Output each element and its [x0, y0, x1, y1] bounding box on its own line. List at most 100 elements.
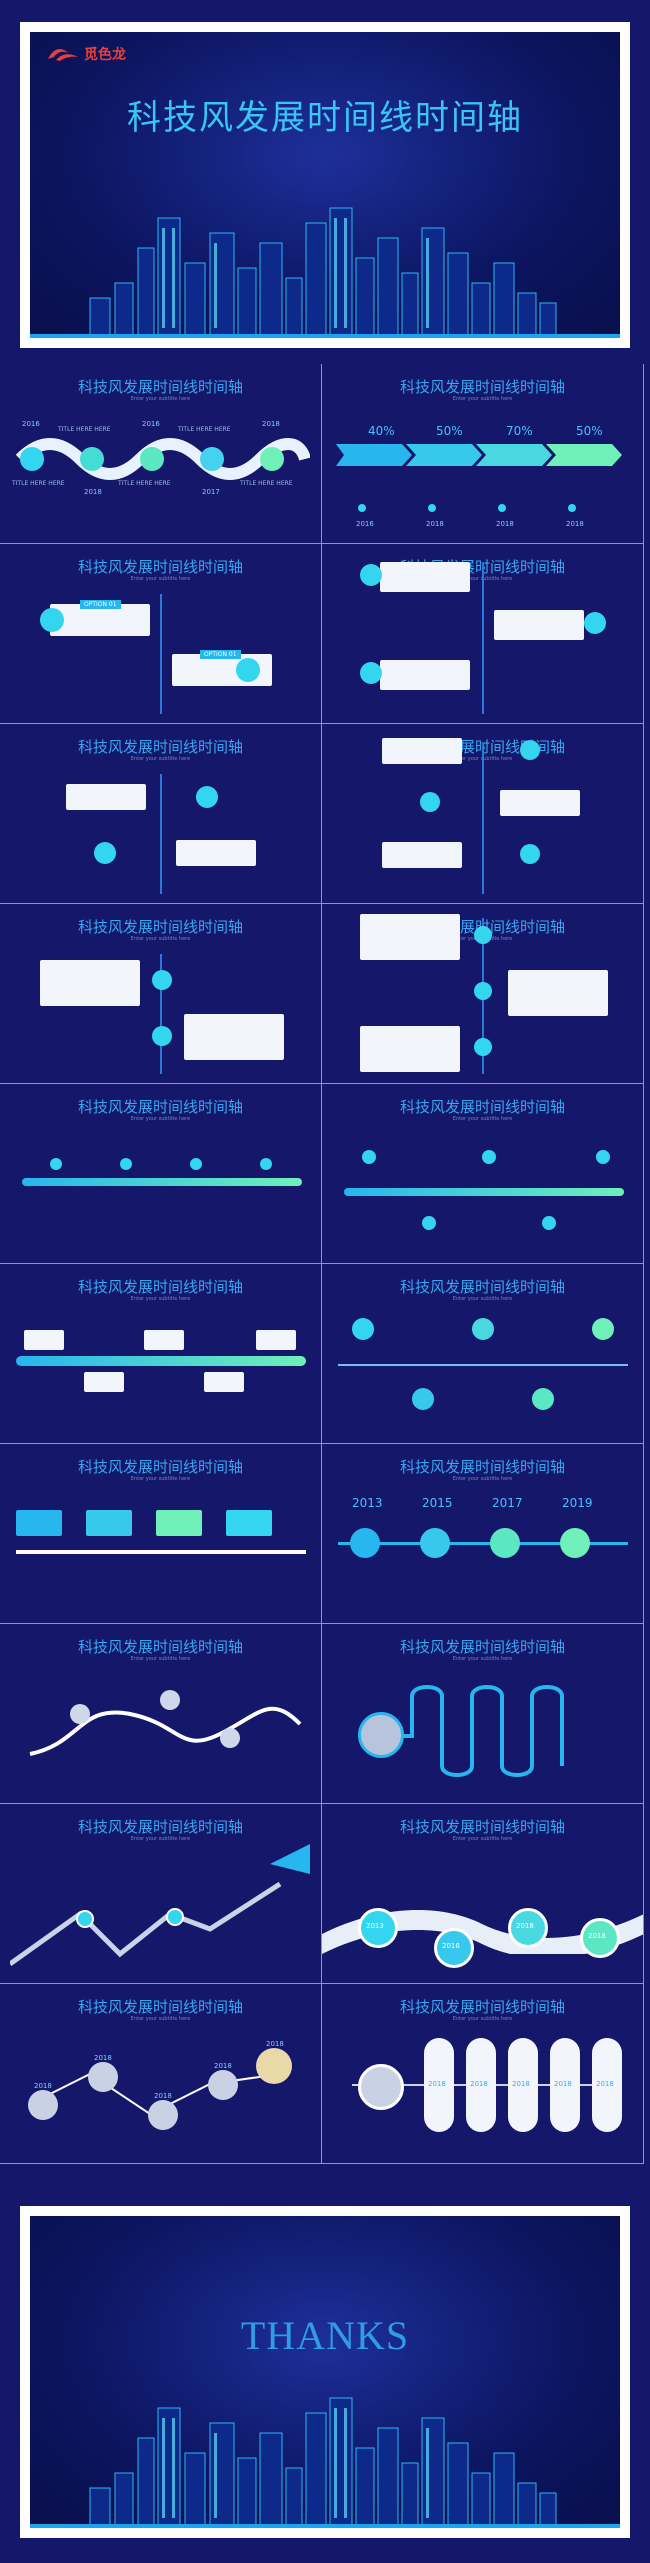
year-label: 2018 — [596, 2080, 614, 2088]
tag-icon — [94, 842, 116, 864]
slide-title: 科技风发展时间线时间轴 — [77, 1458, 243, 1476]
photo-circle — [160, 1690, 180, 1710]
photo-circle — [358, 2064, 404, 2110]
user-icon — [226, 1510, 272, 1536]
year-label: 2017 — [202, 488, 220, 496]
slide-17[interactable]: 科技风发展时间线时间轴 Enter your subtitle here — [0, 1804, 322, 1984]
search-icon — [152, 970, 172, 990]
cover-title: 科技风发展时间线时间轴 — [127, 98, 523, 138]
option-card — [360, 914, 460, 960]
year-label: 2018 — [566, 520, 584, 528]
year-label: 2016 — [442, 1942, 460, 1950]
location-icon — [140, 447, 164, 471]
option-card — [382, 842, 462, 868]
slide-subtitle: Enter your subtitle here — [130, 1296, 191, 1302]
cart-icon — [196, 786, 218, 808]
cover-slide[interactable]: 觅色龙 科技风发展时间线时间轴 — [20, 22, 630, 348]
arrow-progress-bar — [336, 444, 622, 466]
option-card — [256, 1330, 296, 1350]
timeline-pill — [466, 2038, 496, 2132]
option-card — [508, 970, 608, 1016]
year-label: 2013 — [352, 1496, 383, 1510]
year-label: 2018 — [554, 2080, 572, 2088]
year-label: 2013 — [366, 1922, 384, 1930]
option-card — [382, 738, 462, 764]
slide-8[interactable]: 科技风发展时间线时间轴 Enter your subtitle here — [322, 904, 644, 1084]
horizontal-timeline-line — [338, 1542, 628, 1545]
tag-icon — [520, 844, 540, 864]
slide-9[interactable]: 科技风发展时间线时间轴 Enter your subtitle here — [0, 1084, 322, 1264]
slide-title: 科技风发展时间线时间轴 — [399, 1638, 565, 1656]
slide-18[interactable]: 科技风发展时间线时间轴 Enter your subtitle here 201… — [322, 1804, 644, 1984]
year-label: 2017 — [492, 1496, 523, 1510]
option-card — [84, 1372, 124, 1392]
search-icon — [350, 1528, 380, 1558]
timeline-node — [596, 1150, 610, 1164]
horizontal-timeline-bar — [344, 1188, 624, 1196]
globe-icon — [80, 447, 104, 471]
option-card — [380, 660, 470, 690]
option-card — [66, 784, 146, 810]
slide-title: 科技风发展时间线时间轴 — [77, 378, 243, 396]
option-card — [144, 1330, 184, 1350]
slide-15[interactable]: 科技风发展时间线时间轴 Enter your subtitle here — [0, 1624, 322, 1804]
slide-20[interactable]: 科技风发展时间线时间轴 Enter your subtitle here 201… — [322, 1984, 644, 2164]
slide-title: 科技风发展时间线时间轴 — [77, 1818, 243, 1836]
slide-19[interactable]: 科技风发展时间线时间轴 Enter your subtitle here 201… — [0, 1984, 322, 2164]
timeline-node — [120, 1158, 132, 1170]
thanks-slide[interactable]: THANKS — [20, 2206, 630, 2538]
timeline-node — [190, 1158, 202, 1170]
trophy-icon — [592, 1318, 614, 1340]
search-icon — [474, 926, 492, 944]
location-icon — [472, 1318, 494, 1340]
user-icon — [20, 447, 44, 471]
slide-16[interactable]: 科技风发展时间线时间轴 Enter your subtitle here — [322, 1624, 644, 1804]
option-label: OPTION 01 — [80, 600, 121, 609]
slide-14[interactable]: 科技风发展时间线时间轴 Enter your subtitle here 201… — [322, 1444, 644, 1624]
option-card — [380, 562, 470, 592]
year-label: 2018 — [154, 2092, 172, 2100]
year-label: 2018 — [588, 1932, 606, 1940]
location-pin-icon — [428, 504, 436, 512]
location-pin-icon — [498, 504, 506, 512]
slide-11[interactable]: 科技风发展时间线时间轴 Enter your subtitle here — [0, 1264, 322, 1444]
timeline-node — [166, 1908, 184, 1926]
slide-subtitle: Enter your subtitle here — [452, 1476, 513, 1482]
slide-subtitle: Enter your subtitle here — [452, 1656, 513, 1662]
slide-title: 科技风发展时间线时间轴 — [77, 1098, 243, 1116]
slide-10[interactable]: 科技风发展时间线时间轴 Enter your subtitle here — [322, 1084, 644, 1264]
winding-road-timeline — [29, 1706, 302, 1756]
lightbulb-icon — [420, 792, 440, 812]
slide-subtitle: Enter your subtitle here — [452, 2016, 513, 2022]
location-pin-icon — [358, 504, 366, 512]
lightbulb-icon — [360, 564, 382, 586]
brand-logo: 觅色龙 — [46, 44, 126, 64]
lock-icon — [560, 1528, 590, 1558]
timeline-node — [542, 1216, 556, 1230]
slide-12[interactable]: 科技风发展时间线时间轴 Enter your subtitle here — [322, 1264, 644, 1444]
thanks-title: THANKS — [240, 2313, 410, 2358]
search-icon — [352, 1318, 374, 1340]
slide-1[interactable]: 科技风发展时间线时间轴 Enter your subtitle here 201… — [0, 364, 322, 544]
slide-3[interactable]: 科技风发展时间线时间轴 Enter your subtitle here OPT… — [0, 544, 322, 724]
slide-2[interactable]: 科技风发展时间线时间轴 Enter your subtitle here 40%… — [322, 364, 644, 544]
slide-5[interactable]: 科技风发展时间线时间轴 Enter your subtitle here — [0, 724, 322, 904]
photo-circle — [88, 2062, 118, 2092]
curved-road-band — [322, 1910, 643, 1954]
slide-6[interactable]: 科技风发展时间线时间轴 Enter your subtitle here — [322, 724, 644, 904]
location-pin-icon — [568, 504, 576, 512]
slide-title: 科技风发展时间线时间轴 — [77, 558, 243, 576]
vertical-timeline-line — [160, 594, 162, 714]
option-card — [176, 840, 256, 866]
serpentine-timeline — [372, 1685, 564, 1777]
timeline-pill — [424, 2038, 454, 2132]
slide-subtitle: Enter your subtitle here — [130, 1836, 191, 1842]
item-title: TITLE HERE HERE — [58, 426, 111, 433]
slide-13[interactable]: 科技风发展时间线时间轴 Enter your subtitle here — [0, 1444, 322, 1624]
gear-icon — [584, 612, 606, 634]
slide-7[interactable]: 科技风发展时间线时间轴 Enter your subtitle here — [0, 904, 322, 1084]
cart-icon — [40, 608, 64, 632]
year-label: 2016 — [22, 420, 40, 428]
item-title: TITLE HERE HERE — [118, 480, 171, 487]
slide-4[interactable]: 科技风发展时间线时间轴 Enter your subtitle here — [322, 544, 644, 724]
